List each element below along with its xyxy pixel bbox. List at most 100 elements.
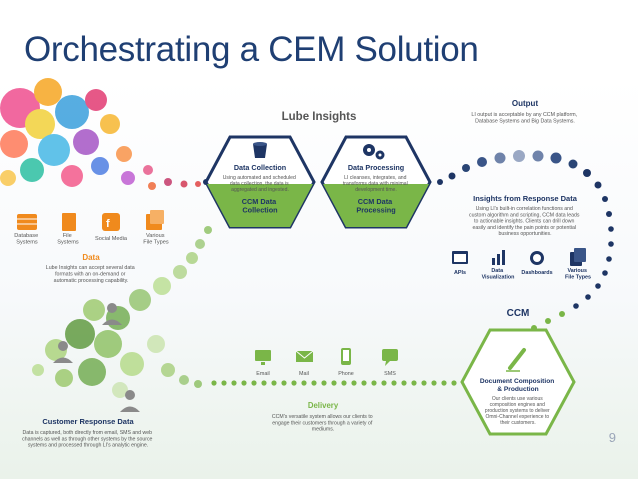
svg-text:Data is captured, both directl: Data is captured, both directly from ema…: [22, 430, 154, 449]
customer-response-desc: Data is captured, both directly from ema…: [23, 430, 153, 436]
insights-heading: Insights from Response Data: [473, 194, 578, 203]
ccm-heading: CCM: [507, 308, 530, 319]
flow-dots-out: [437, 150, 614, 331]
svg-text:Our clients use various: Our clients use various composition engi…: [485, 396, 551, 426]
insights-desc: easily and identify the pain points or p…: [473, 225, 577, 231]
data-sources: f Database Systems File Systems Social M…: [14, 210, 169, 284]
bucket-icon: [253, 142, 267, 158]
data-processing-heading: Data Processing: [348, 163, 404, 172]
ccm-label: Document Composition: [480, 378, 554, 385]
data-source-label: Systems: [16, 240, 38, 246]
database-icon: [17, 214, 37, 230]
customer-response-desc: channels as well as through other system…: [22, 436, 152, 442]
diagram-area: f Database Systems File Systems Social M…: [0, 78, 638, 479]
insights-item-label: Dashboards: [521, 270, 552, 276]
bar-chart-icon: [492, 250, 505, 265]
person-icon: [102, 303, 122, 325]
delivery-channel-label: SMS: [384, 371, 396, 377]
delivery-desc: mediums.: [312, 427, 335, 433]
dashboard-icon: [530, 251, 544, 265]
title-band: Orchestrating a CEM Solution: [0, 0, 638, 78]
insights-item-label: File Types: [565, 274, 591, 280]
insights-desc: to actionable insights. Clients can dril…: [474, 219, 574, 225]
data-processing-desc: transforms data with minimal: [343, 181, 408, 187]
svg-text:Various File Types: Various File Types: [143, 233, 169, 246]
svg-text:f: f: [106, 218, 110, 230]
data-heading: Data: [82, 253, 100, 262]
data-collection-hexagon: Data Collection Using automated and sche…: [204, 135, 316, 229]
data-processing-desc: development time.: [355, 187, 397, 193]
gears-icon: [363, 144, 385, 160]
data-collection-desc: aggregated and ingested.: [231, 187, 289, 193]
output-desc: Database Systems and Big Data Systems.: [475, 118, 575, 124]
svg-text:CCM Data Processing: CCM Data Processing: [356, 197, 395, 215]
insights-desc: custom algorithm and scripting, CCM data…: [469, 212, 580, 218]
data-source-label: Various: [146, 233, 165, 239]
response-bubbles: [32, 226, 212, 398]
data-bubbles: [0, 78, 201, 190]
insights-desc: business opportunities.: [498, 231, 551, 237]
ccm-desc: composition engines and: [490, 402, 546, 408]
file-icon: [62, 213, 76, 231]
data-source-label: Systems: [57, 240, 79, 246]
output-heading: Output: [512, 99, 539, 108]
delivery-desc: CCM's versatile system allows our client…: [272, 414, 373, 420]
delivery-channel-label: Phone: [338, 371, 354, 377]
svg-text:CCM's versatile system allows: CCM's versatile system allows our client…: [272, 414, 374, 433]
data-collection-label: Collection: [242, 206, 277, 215]
insights-item-label: Data: [491, 268, 504, 274]
data-desc-line: formats with an on-demand or: [55, 271, 126, 277]
person-icon: [120, 390, 140, 412]
phone-icon: [341, 348, 351, 365]
page-number: 9: [608, 430, 616, 445]
svg-text:LI cleanses, integrates, and: LI cleanses, integrates, and transforms …: [343, 175, 409, 193]
data-source-label: Social Media: [95, 236, 128, 242]
ccm-desc: Omni-Channel experience to: [485, 414, 549, 420]
insights-item-label: Various: [568, 268, 587, 274]
insights-icons: APIs Data Visualization Dashboards Vario…: [452, 248, 591, 280]
customer-response-desc: systems and processed through LI's analy…: [28, 443, 148, 449]
delivery-channel-label: Mail: [299, 371, 309, 377]
lube-insights-heading: Lube Insights: [282, 111, 357, 123]
person-icons: [53, 303, 140, 412]
person-icon: [53, 341, 73, 363]
ccm-desc: production systems to deliver: [485, 408, 550, 414]
svg-text:Document Composition: Document Composition & Production: [480, 378, 556, 393]
ccm-hexagon: Document Composition & Production Our cl…: [460, 328, 576, 436]
data-collection-desc: Using automated and scheduled: [223, 175, 296, 181]
insights-item-label: Visualization: [482, 274, 515, 280]
file-types-icon: [570, 248, 586, 266]
data-collection-heading: Data Collection: [234, 163, 286, 172]
monitor-icon: [255, 350, 271, 365]
svg-text:CCM Data Collection: CCM Data Collection: [242, 197, 279, 215]
social-media-icon: [102, 213, 120, 231]
data-processing-hexagon: Data Processing LI cleanses, integrates,…: [320, 135, 432, 229]
data-processing-label: CCM Data: [358, 197, 393, 206]
delivery-channel-label: Email: [256, 371, 269, 377]
pen-icon: [506, 348, 526, 372]
customer-response-heading: Customer Response Data: [42, 417, 134, 426]
ccm-desc: their customers.: [500, 420, 536, 426]
output-desc: LI output is acceptable by any CCM platf…: [471, 112, 577, 118]
svg-text:Lube Insights can accept sever: Lube Insights can accept several data fo…: [46, 265, 136, 284]
data-processing-desc: LI cleanses, integrates, and: [344, 175, 406, 181]
delivery-desc: engage their customers through a variety…: [272, 420, 373, 426]
data-collection-desc: data collection, the data is: [230, 181, 289, 187]
svg-text:LI output is acceptable by any: LI output is acceptable by any CCM platf…: [471, 112, 578, 124]
svg-text:Various File Types: Various File Types: [565, 268, 591, 280]
data-collection-label: CCM Data: [242, 197, 277, 206]
svg-text:Data Visualization: Data Visualization: [482, 268, 515, 280]
data-source-label: Database: [14, 233, 38, 239]
insights-item-label: APIs: [454, 270, 466, 276]
sms-icon: [382, 349, 398, 366]
svg-text:Database Systems: Database Systems: [14, 233, 40, 246]
svg-text:Using automated and scheduled: Using automated and scheduled data colle…: [223, 175, 297, 193]
svg-text:File Systems: File Systems: [57, 233, 79, 246]
data-desc-line: automatic processing capability.: [54, 278, 129, 284]
data-processing-label: Processing: [356, 206, 395, 215]
data-source-label: File: [63, 233, 72, 239]
insights-desc: Using LI's built-in correlation function…: [476, 206, 573, 212]
svg-text:Using LI's built-in correlatio: Using LI's built-in correlation function…: [469, 206, 581, 237]
envelope-icon: [295, 350, 314, 362]
